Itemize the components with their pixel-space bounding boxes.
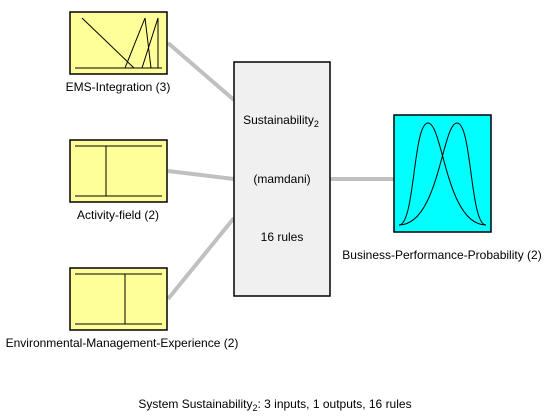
input-box: [69, 11, 168, 75]
connector-input-2: [167, 169, 235, 181]
input-block-environmental-management-experience[interactable]: [69, 267, 168, 331]
footer-subscript: 2: [252, 403, 258, 413]
gaussian-mf-icon: [398, 122, 487, 226]
system-rules: 16 rules: [260, 230, 304, 244]
input-block-activity-field[interactable]: [69, 139, 168, 203]
crisp-mf-icon: [75, 273, 162, 325]
input-label-environmental-management-experience: Environmental-Management-Experience (2): [5, 336, 239, 350]
input-box: [69, 139, 168, 203]
output-label: Business-Performance-Probability (2): [342, 248, 542, 262]
input-label-ems-integration: EMS-Integration (3): [65, 80, 171, 94]
system-type: (mamdani): [253, 172, 311, 186]
connector-input-3: [166, 216, 236, 301]
system-name: Sustainability2: [243, 113, 319, 129]
footer-caption: System Sustainability2: 3 inputs, 1 outp…: [138, 397, 412, 413]
input-label-activity-field: Activity-field (2): [76, 208, 160, 222]
system-box[interactable]: [233, 61, 331, 297]
connector-input-1: [166, 41, 236, 102]
connectors: [166, 41, 394, 301]
input-block-ems-integration[interactable]: [69, 11, 168, 75]
system-name-text: Sustainability: [243, 113, 314, 127]
output-box: [393, 114, 492, 233]
crisp-mf-icon: [75, 145, 162, 197]
output-block-business-performance-probability[interactable]: [393, 114, 492, 233]
footer-prefix: System Sustainability: [138, 397, 253, 411]
input-box: [69, 267, 168, 331]
footer-suffix: : 3 inputs, 1 outputs, 16 rules: [257, 397, 412, 411]
system-name-subscript: 2: [313, 119, 319, 129]
triangular-mf-icon: [75, 17, 162, 69]
